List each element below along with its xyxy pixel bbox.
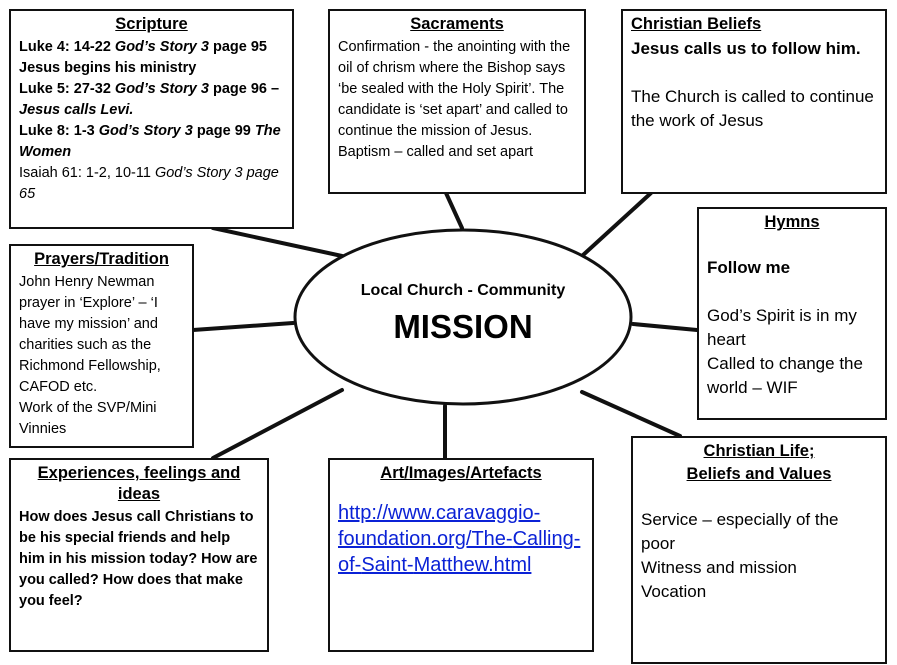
christian-life-service: Service – especially of the poor — [641, 510, 839, 553]
hymns-spirit: God’s Spirit is in my heart — [707, 306, 857, 349]
sacraments-confirmation: Confirmation - the anointing with the oi… — [338, 39, 571, 139]
center-subtitle: Local Church - Community — [360, 282, 566, 299]
connector-hymns — [631, 322, 699, 332]
experiences-box: Experiences, feelings and ideas How does… — [9, 458, 269, 652]
prayers-newman: John Henry Newman prayer in ‘Explore’ – … — [19, 274, 161, 395]
connector-scripture — [211, 226, 344, 258]
christian-life-vocation: Vocation — [641, 582, 707, 601]
caravaggio-link[interactable]: http://www.caravaggio-foundation.org/The… — [338, 502, 581, 576]
scripture-luke4: Luke 4: 14-22 God’s Story 3 page 95 Jesu… — [19, 39, 267, 76]
hymns-title: Hymns — [764, 213, 820, 231]
experiences-text: How does Jesus call Christians to be his… — [19, 509, 258, 609]
art-box: Art/Images/Artefacts http://www.caravagg… — [328, 458, 594, 652]
center-title: MISSION — [393, 308, 533, 345]
scripture-box: Scripture Luke 4: 14-22 God’s Story 3 pa… — [9, 9, 294, 229]
christian-beliefs-bold: Jesus calls us to follow him. — [631, 39, 861, 58]
prayers-svp: Work of the SVP/Mini Vinnies — [19, 400, 157, 437]
connector-prayers — [191, 321, 295, 332]
christian-life-title-line2: Beliefs and Values — [686, 465, 832, 483]
center-ellipse — [293, 228, 633, 406]
christian-beliefs-title: Christian Beliefs — [631, 15, 762, 33]
scripture-title: Scripture — [115, 15, 188, 33]
christian-life-box: Christian Life; Beliefs and Values Servi… — [631, 436, 887, 664]
prayers-box: Prayers/Tradition John Henry Newman pray… — [9, 244, 194, 448]
connector-experiences — [211, 388, 344, 460]
center-label: Local Church - Community MISSION — [293, 228, 633, 406]
prayers-title: Prayers/Tradition — [34, 250, 169, 268]
sacraments-box: Sacraments Confirmation - the anointing … — [328, 9, 586, 194]
christian-beliefs-text: The Church is called to continue the wor… — [631, 87, 874, 130]
hymns-box: Hymns Follow me God’s Spirit is in my he… — [697, 207, 887, 420]
christian-life-title-line1: Christian Life; — [703, 442, 815, 460]
christian-life-witness: Witness and mission — [641, 558, 797, 577]
connector-sacraments — [444, 191, 464, 230]
connector-christian-beliefs — [580, 191, 653, 258]
sacraments-title: Sacraments — [410, 15, 504, 33]
christian-beliefs-box: Christian Beliefs Jesus calls us to foll… — [621, 9, 887, 194]
connector-christian-life — [580, 390, 682, 438]
hymns-called: Called to change the world – WIF — [707, 354, 863, 397]
scripture-luke5: Luke 5: 27-32 God’s Story 3 page 96 – Je… — [19, 81, 280, 118]
sacraments-baptism: Baptism – called and set apart — [338, 144, 534, 160]
scripture-luke8: Luke 8: 1-3 God’s Story 3 page 99 The Wo… — [19, 123, 281, 160]
experiences-title: Experiences, feelings and ideas — [37, 464, 241, 503]
scripture-isaiah: Isaiah 61: 1-2, 10-11 God’s Story 3 page… — [19, 165, 279, 202]
art-title: Art/Images/Artefacts — [380, 464, 542, 482]
hymns-follow-me: Follow me — [707, 258, 791, 277]
